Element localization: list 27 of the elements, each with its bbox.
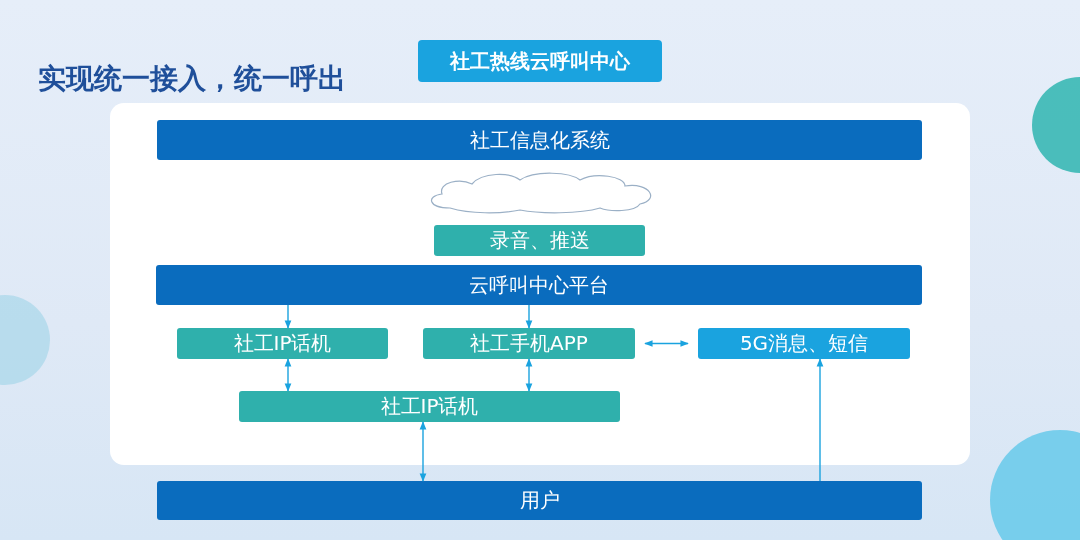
arrow <box>284 358 292 392</box>
node-label: 社工手机APP <box>470 330 588 357</box>
process-box <box>698 328 910 359</box>
process-box <box>239 391 620 422</box>
arrow <box>644 340 689 347</box>
node-label: 云呼叫中心平台 <box>469 271 609 299</box>
node-label: 5G消息、短信 <box>739 330 869 357</box>
panel-background <box>110 103 970 465</box>
system-bar <box>157 120 922 160</box>
process-box <box>423 328 635 359</box>
node-label: 用户 <box>519 487 560 514</box>
process-box <box>434 225 645 256</box>
node-label: 录音、推送 <box>489 227 590 254</box>
arrow <box>525 304 533 329</box>
arrow <box>525 358 533 392</box>
platform-bar <box>156 265 922 305</box>
user-bar <box>157 481 922 520</box>
arrow <box>284 304 292 329</box>
node-label: 社工IP话机 <box>233 330 332 357</box>
header-box <box>418 40 662 82</box>
header-label: 社工热线云呼叫中心 <box>450 47 630 75</box>
node-label: 社工IP话机 <box>380 393 479 420</box>
page-title: 实现统一接入，统一呼出 <box>38 61 346 97</box>
arrow <box>419 421 427 482</box>
process-box <box>177 328 388 359</box>
arrow <box>816 358 824 482</box>
node-label: 社工信息化系统 <box>469 126 610 154</box>
